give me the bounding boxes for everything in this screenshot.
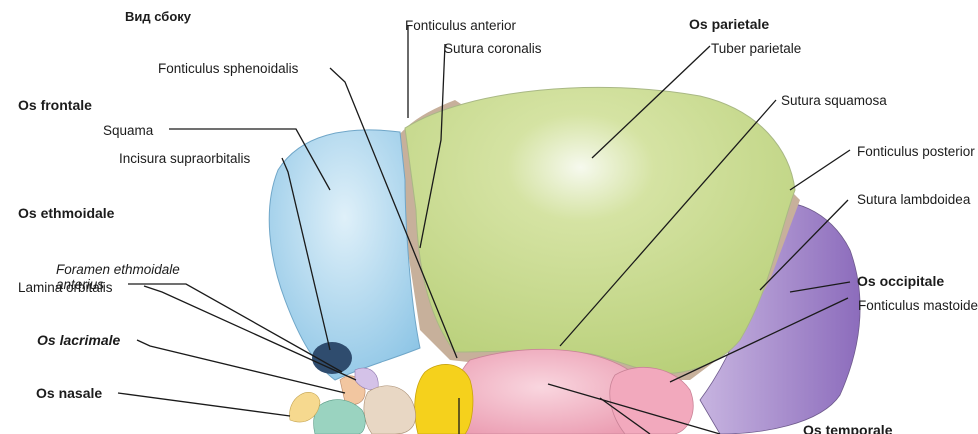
label-os-lacrimale: Os lacrimale (37, 332, 120, 348)
label-os-temporale: Os temporale (803, 422, 892, 434)
maxilla-area (314, 400, 366, 434)
label-fonticulus-sphenoidalis: Fonticulus sphenoidalis (158, 61, 298, 77)
label-os-parietale: Os parietale (689, 16, 769, 32)
label-incisura-supraorbitalis: Incisura supraorbitalis (119, 151, 250, 167)
label-os-nasale: Os nasale (36, 385, 102, 401)
label-squama: Squama (103, 123, 153, 139)
label-fonticulus-posterior: Fonticulus posterior (857, 144, 975, 160)
frontal-bone (269, 130, 420, 380)
label-sutura-lambdoidea: Sutura lambdoidea (857, 192, 970, 208)
label-tuber-parietale: Tuber parietale (711, 41, 801, 57)
sphenoid-bone (415, 364, 473, 434)
label-os-ethmoidale: Os ethmoidale (18, 205, 114, 221)
label-os-frontale: Os frontale (18, 97, 92, 113)
label-os-occipitale: Os occipitale (857, 273, 944, 289)
parietal-bone (405, 87, 795, 373)
label-lamina-orbitalis: Lamina orbitalis (18, 280, 113, 296)
label-foramen-ethmoidale-1: Foramen ethmoidale (56, 262, 180, 278)
label-sutura-coronalis: Sutura coronalis (444, 41, 542, 57)
label-sutura-squamosa: Sutura squamosa (781, 93, 887, 109)
view-title: Вид сбоку (125, 9, 191, 25)
leader-fonticulus-posterior (790, 150, 850, 190)
label-fonticulus-anterior: Fonticulus anterior (405, 18, 516, 34)
leader-os-nasale (118, 393, 290, 416)
zygomatic-area (364, 386, 416, 434)
label-fonticulus-mastoideus: Fonticulus mastoideus (858, 298, 978, 314)
